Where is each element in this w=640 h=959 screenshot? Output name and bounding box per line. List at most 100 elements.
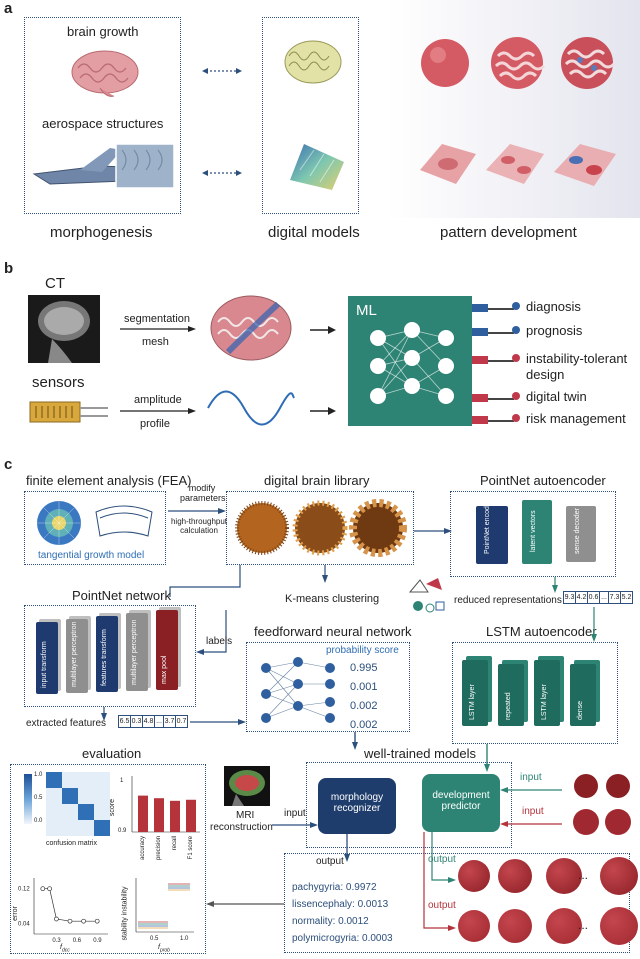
extracted-label: extracted features <box>26 718 107 729</box>
mri-label: MRI <box>236 810 255 821</box>
brain-image <box>71 50 139 97</box>
cm-cell <box>46 772 62 788</box>
ct-scan-image <box>28 295 100 363</box>
sphere-pattern-1 <box>491 37 546 89</box>
ct-label: CT <box>45 275 65 292</box>
ml-output-port <box>472 304 488 312</box>
error-point <box>94 918 100 924</box>
arrow-ffnn-wtm <box>352 732 358 750</box>
vector-cell: 5.2 <box>620 591 633 604</box>
ml-box: ML <box>348 296 472 426</box>
pointnet-net-box <box>24 605 196 707</box>
ml-output-port <box>472 394 488 402</box>
mri-image <box>224 766 270 806</box>
digital-brain-model <box>284 40 342 84</box>
cm-cell <box>78 788 94 804</box>
ml-output-dot <box>512 414 520 422</box>
amplitude-label: amplitude <box>134 394 182 406</box>
ml-output-dot <box>512 302 520 310</box>
cm-label: confusion matrix <box>46 840 97 847</box>
error-line <box>42 888 98 922</box>
ml-output-port <box>472 416 488 424</box>
stab-xtick: 1.0 <box>180 936 189 942</box>
classification-result: lissencephaly: 0.0013 <box>292 899 389 910</box>
pointnet-block: multilayer perceptron <box>126 613 148 691</box>
pointnet-block-label: max pool <box>161 655 168 684</box>
arrow-labels <box>196 610 227 655</box>
arrow-library-kmeans <box>322 565 328 583</box>
score-bar <box>170 800 180 832</box>
stability-axis-label: stability instability <box>121 886 129 941</box>
sequence-ellipsis: ... <box>578 868 589 882</box>
pointnet-block: features transform <box>96 616 118 692</box>
arrow-to-ml-2 <box>310 407 336 415</box>
cm-cell <box>62 820 78 836</box>
arrow-segmentation <box>120 326 196 332</box>
cm-colorbar <box>24 774 32 824</box>
score-bar <box>138 795 148 832</box>
cm-cell <box>62 804 78 820</box>
library-title: digital brain library <box>264 473 370 488</box>
fea-title: finite element analysis (FEA) <box>26 473 192 488</box>
segmentation-label: segmentation <box>124 313 191 325</box>
error-point <box>47 886 52 892</box>
output-label-red: output <box>428 900 456 911</box>
morphogenesis-box <box>24 17 181 214</box>
ffnn-network-icon <box>261 657 335 723</box>
plate-pattern-3 <box>554 144 616 186</box>
vector-cell: 4.2 <box>575 591 588 604</box>
cm-cell <box>94 804 110 820</box>
pattern-development-label: pattern development <box>440 224 577 241</box>
predicted-brain <box>546 858 582 894</box>
error-point <box>81 918 86 924</box>
pointnet-block: input transform <box>36 622 58 694</box>
vector-cell: 0.7 <box>175 715 188 728</box>
ml-output-label: risk management <box>526 411 626 426</box>
cm-cell <box>46 788 62 804</box>
arrow-input-red <box>500 821 562 827</box>
signal-wave <box>207 390 295 426</box>
ml-output-dot <box>512 392 520 400</box>
latent-block: latent vectors <box>522 500 552 564</box>
library-brains <box>235 499 407 557</box>
pointnet-block-label: multilayer perceptron <box>131 619 138 685</box>
evaluation-box <box>10 764 206 954</box>
score-category: precision <box>156 836 162 860</box>
morphogenesis-label: morphogenesis <box>50 224 153 241</box>
kmeans-label: K-means clustering <box>285 593 380 605</box>
neural-network-icon <box>370 322 454 404</box>
brain-mesh-image <box>210 295 292 361</box>
pointnet-net-title: PointNet network <box>72 588 171 603</box>
probability-value: 0.002 <box>350 719 378 731</box>
panel-label-c: c <box>4 456 13 473</box>
lstm-block: LSTM layer <box>534 660 560 726</box>
ml-output-label: instability-tolerant design <box>526 351 628 382</box>
brain-growth-label: brain growth <box>67 24 139 39</box>
score-bar <box>186 799 196 832</box>
ml-output-dot <box>512 326 520 334</box>
ml-output-line <box>488 332 514 334</box>
cm-scale-top: 1.0 <box>34 772 43 778</box>
cm-cell <box>62 772 78 788</box>
pointnet-block: multilayer perceptron <box>66 619 88 693</box>
cm-cell <box>94 820 110 836</box>
prob-title: probability score <box>326 645 399 656</box>
mesh-label: mesh <box>142 336 169 348</box>
ml-output-label: diagnosis <box>526 299 581 314</box>
score-tick: 0.9 <box>118 828 127 834</box>
ml-output-label: digital twin <box>526 389 587 404</box>
arrow-amplitude <box>120 408 196 414</box>
sphere-smooth <box>421 39 469 87</box>
strain-gauge-image <box>29 401 108 423</box>
clustering-icon <box>408 578 445 613</box>
fea-shell-icon <box>95 505 153 537</box>
pn-encoder-block: PointNet encoder <box>476 500 508 564</box>
cm-cell <box>46 804 62 820</box>
pattern-background <box>387 0 640 218</box>
classification-result: polymicrogyria: 0.0003 <box>292 933 393 944</box>
cm-cell <box>94 788 110 804</box>
arrow-mri-input <box>272 822 318 828</box>
arrow-to-ml-1 <box>310 326 336 334</box>
cm-cell <box>78 820 94 836</box>
